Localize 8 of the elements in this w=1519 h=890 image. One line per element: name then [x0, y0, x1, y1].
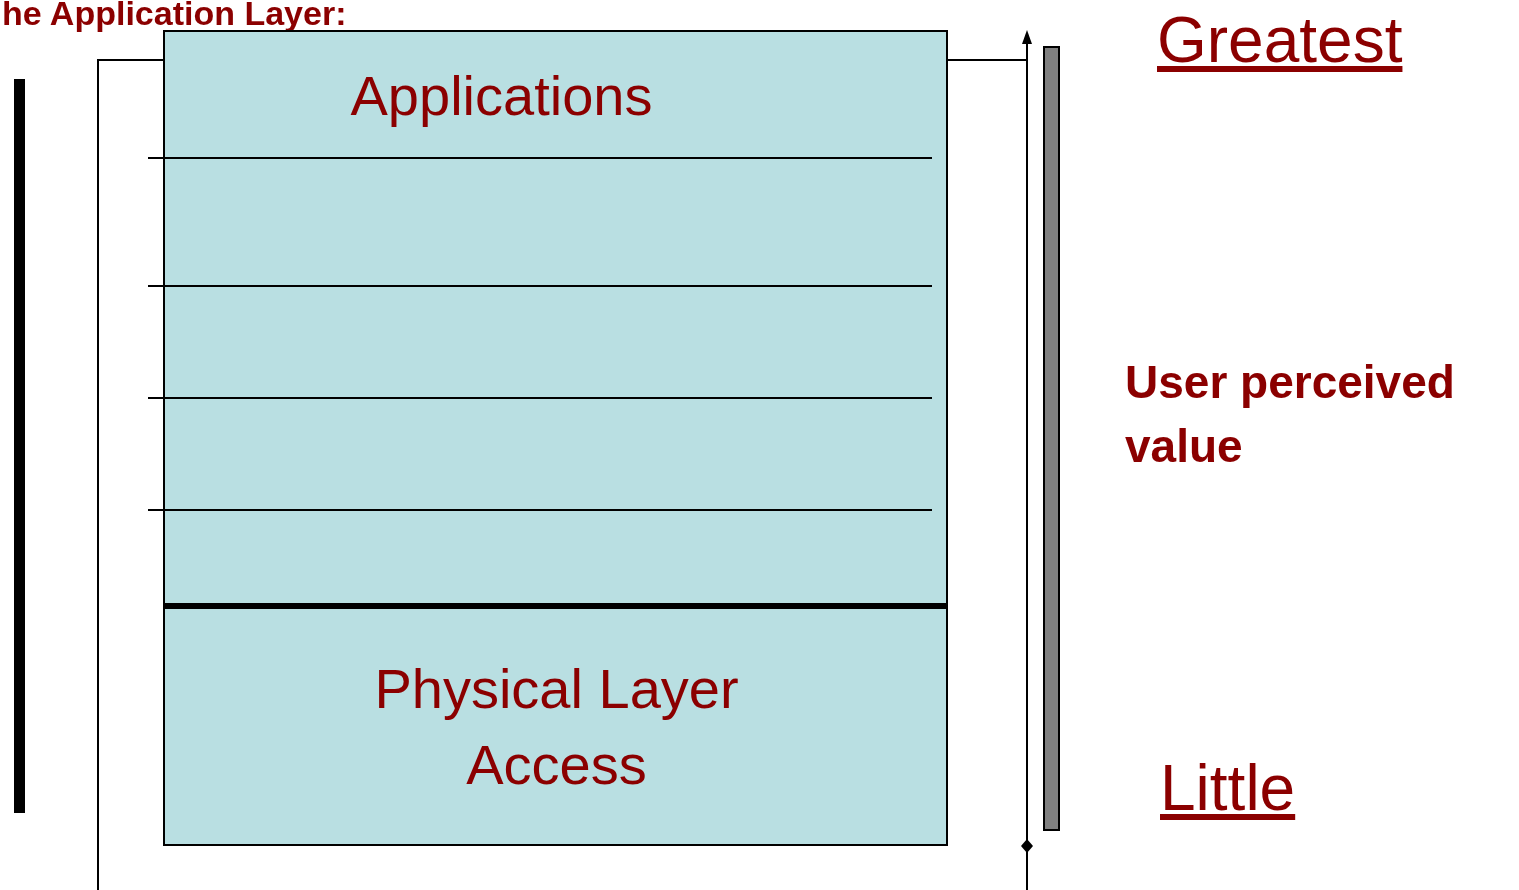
scale-end-label: Greatest — [1157, 3, 1403, 78]
title: he Application Layer: — [2, 0, 347, 33]
layer-stack-box — [163, 30, 948, 846]
layer-label: Physical Layer Access — [373, 655, 740, 798]
scale-end-label: Little — [1160, 751, 1296, 826]
layer-label: Applications — [350, 62, 653, 129]
scale-bar — [1043, 46, 1060, 831]
axis-label: User perceived value — [1125, 355, 1456, 475]
